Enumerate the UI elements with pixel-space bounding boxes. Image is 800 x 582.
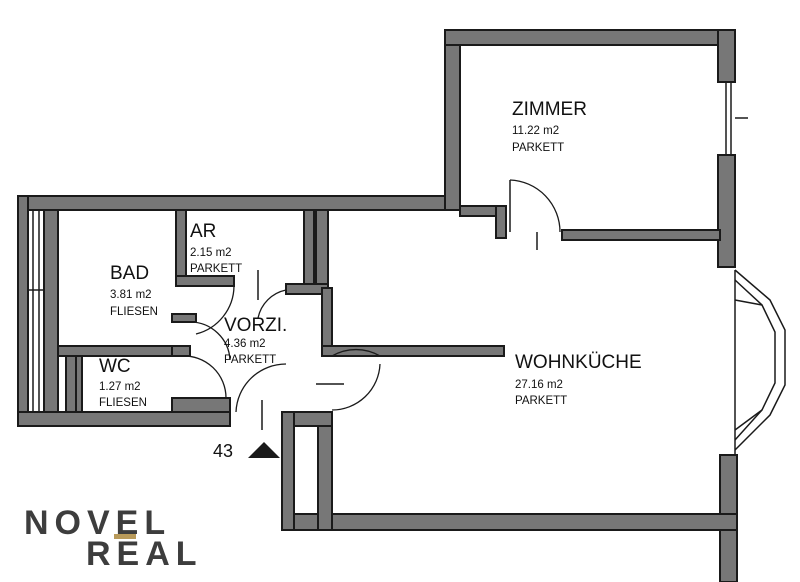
room-wc-name: WC	[99, 356, 131, 377]
room-bad-floor: FLIESEN	[110, 306, 158, 318]
room-wc: WC 1.27 m2 FLIESEN	[99, 356, 147, 409]
room-wc-floor: FLIESEN	[99, 397, 147, 409]
room-zimmer-name: ZIMMER	[512, 99, 587, 120]
room-ar-name: AR	[190, 221, 216, 242]
room-wohnkueche-area: 27.16 m2	[515, 379, 563, 391]
logo-line2: REAL	[86, 535, 203, 573]
door-swings	[181, 179, 561, 430]
room-zimmer-floor: PARKETT	[512, 142, 564, 154]
window-left	[28, 210, 44, 412]
entrance-arrow-icon	[248, 442, 280, 458]
interior-walls	[57, 205, 721, 413]
room-vorzimmer: VORZI. 4.36 m2 PARKETT	[224, 315, 287, 366]
room-wohnkueche-name: WOHNKÜCHE	[515, 352, 642, 373]
window-right	[725, 82, 748, 155]
room-wohnkueche-floor: PARKETT	[515, 395, 567, 407]
room-vorzimmer-name: VORZI.	[224, 315, 287, 336]
room-ar-area: 2.15 m2	[190, 247, 232, 259]
logo-accent-bar	[114, 534, 136, 539]
room-ar-floor: PARKETT	[190, 263, 242, 275]
room-bad-name: BAD	[110, 263, 149, 284]
room-bad: BAD 3.81 m2 FLIESEN	[110, 263, 158, 318]
entrance-number: 43	[213, 441, 233, 461]
room-zimmer-area: 11.22 m2	[512, 125, 559, 137]
room-zimmer: ZIMMER 11.22 m2 PARKETT	[512, 99, 587, 154]
room-bad-area: 3.81 m2	[110, 289, 152, 301]
logo-line1: NOVEL	[24, 504, 171, 542]
bay-window	[734, 269, 786, 455]
room-wc-area: 1.27 m2	[99, 381, 141, 393]
outer-walls	[17, 29, 738, 582]
room-vorzimmer-floor: PARKETT	[224, 354, 276, 366]
logo: NOVEL REAL	[24, 504, 203, 573]
room-vorzimmer-area: 4.36 m2	[224, 338, 266, 350]
room-wohnkueche: WOHNKÜCHE 27.16 m2 PARKETT	[515, 352, 642, 407]
room-ar: AR 2.15 m2 PARKETT	[190, 221, 242, 275]
entrance-marker: 43	[213, 441, 280, 461]
